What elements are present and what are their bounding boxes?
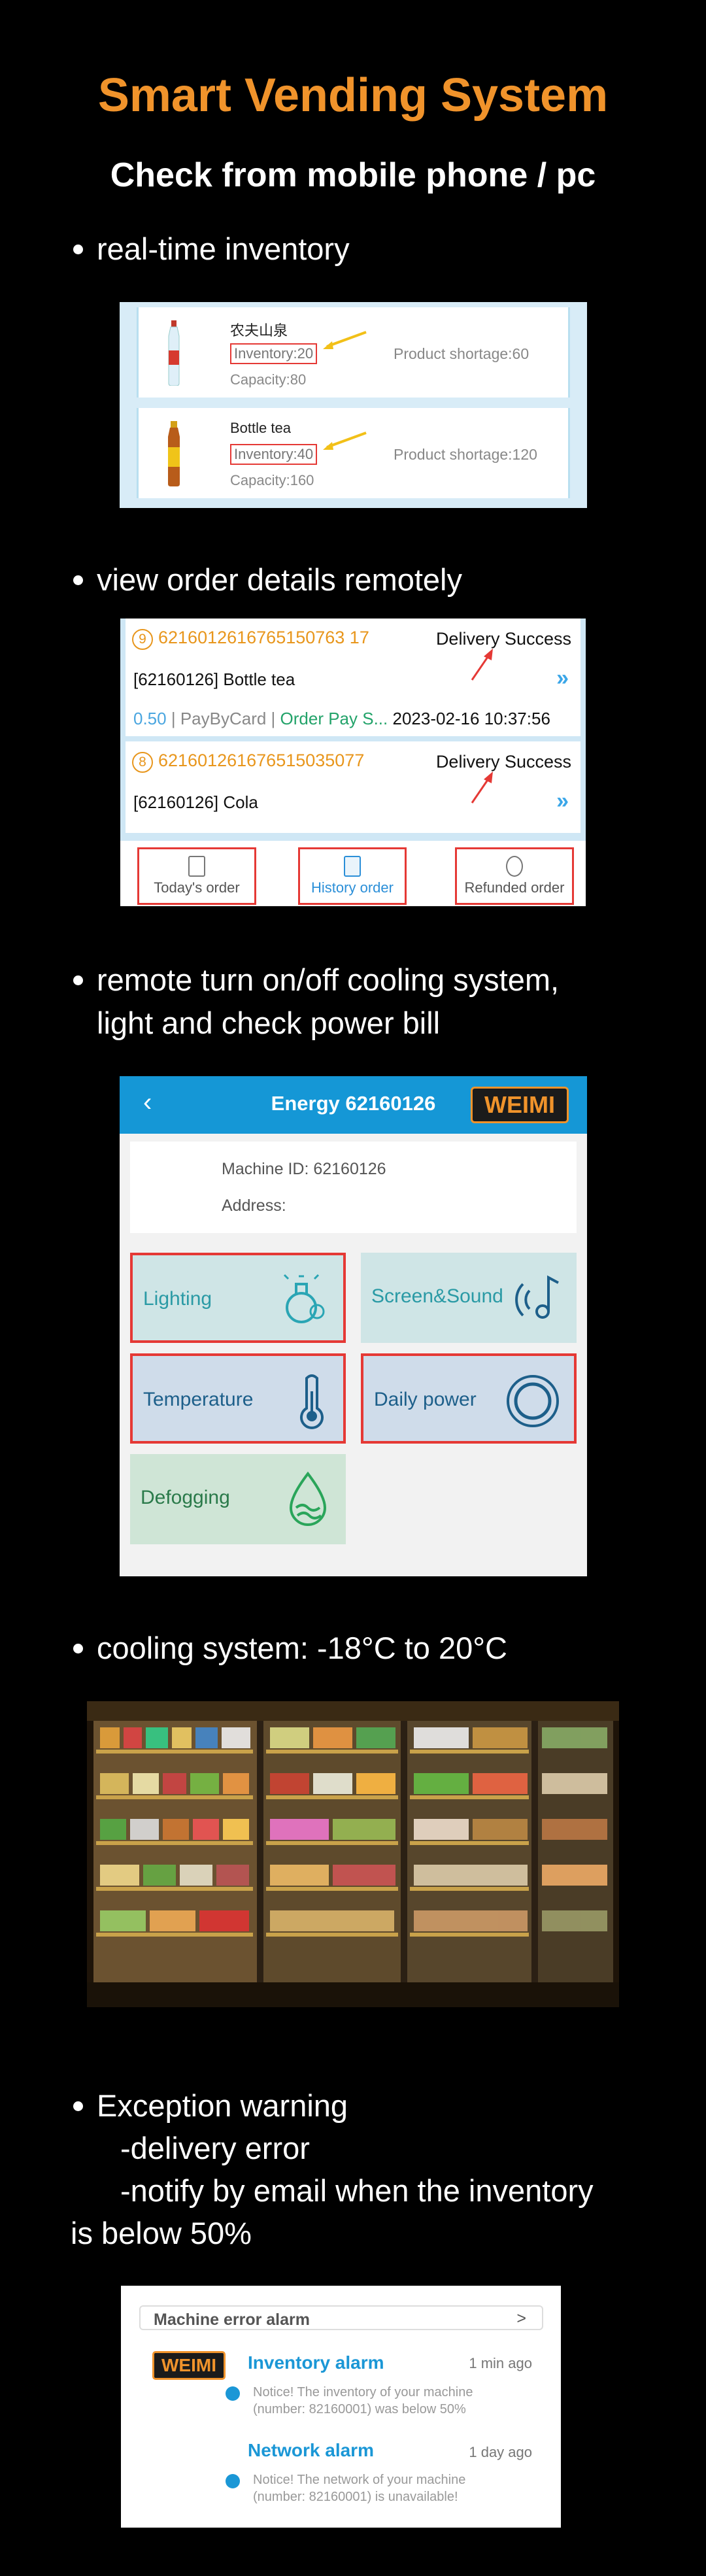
info-dot-icon xyxy=(226,2474,240,2488)
machine-address: Address: xyxy=(222,1196,286,1215)
alarm-time: 1 day ago xyxy=(469,2444,532,2460)
inventory-value: Inventory:20 xyxy=(230,343,318,364)
back-icon[interactable]: ‹ xyxy=(143,1088,152,1117)
tile-defogging[interactable]: Defogging xyxy=(130,1454,346,1544)
lightbulb-icon xyxy=(283,1274,325,1323)
document-icon xyxy=(344,856,361,877)
red-arrow-icon xyxy=(471,771,493,804)
inventory-card[interactable]: Bottle tea Inventory:40 Capacity:160 Pro… xyxy=(137,408,570,498)
shortage-value: Product shortage:60 xyxy=(394,345,530,362)
chevron-right-icon[interactable]: » xyxy=(556,788,569,813)
alarm-panel: Machine error alarm > WEIMI Inventory al… xyxy=(121,2286,561,2528)
alarm-title[interactable]: Network alarm xyxy=(248,2440,374,2460)
bullet-exception-warning: Exception warning xyxy=(73,2084,348,2127)
app-title: Energy 62160126 xyxy=(271,1092,436,1115)
energy-app-screen: ‹ Energy 62160126 WEIMI Machine ID: 6216… xyxy=(120,1076,587,1576)
tab-refunded-order[interactable]: Refunded order xyxy=(455,847,574,905)
water-drop-icon xyxy=(289,1471,327,1526)
order-status: Delivery Success xyxy=(435,752,571,771)
bullet-order-details: view order details remotely xyxy=(73,558,462,602)
machine-error-alarm-bar[interactable]: Machine error alarm > xyxy=(139,2305,543,2330)
order-tab-bar: Today's order History order Refunded ord… xyxy=(120,841,586,906)
order-datetime: 2023-02-16 10:37:56 xyxy=(392,709,550,728)
orders-panel: 9 6216012616765150763 17 Delivery Success… xyxy=(120,619,586,906)
shortage-value: Product shortage:120 xyxy=(394,446,537,463)
tile-daily-power[interactable]: Daily power xyxy=(361,1353,577,1444)
page-title: Smart Vending System xyxy=(97,69,609,122)
order-index: 8 xyxy=(132,752,153,773)
capacity-value: Capacity:160 xyxy=(230,472,314,488)
order-pay-status: Order Pay S... xyxy=(280,709,388,728)
alarm-title[interactable]: Inventory alarm xyxy=(248,2352,384,2373)
water-bottle-icon xyxy=(168,320,180,386)
alarm-message: Notice! The network of your machine (num… xyxy=(253,2473,466,2504)
order-id: 621601261676515035077 xyxy=(158,751,365,770)
power-ring-icon xyxy=(507,1375,559,1427)
app-header: ‹ Energy 62160126 WEIMI xyxy=(120,1076,587,1134)
chevron-right-icon[interactable]: » xyxy=(556,666,569,690)
order-id: 6216012616765150763 17 xyxy=(158,628,369,647)
exception-email-notify: -notify by email when the inventory xyxy=(120,2173,594,2208)
page-subtitle: Check from mobile phone / pc xyxy=(110,156,596,194)
weimi-logo: WEIMI xyxy=(152,2351,226,2380)
music-note-icon xyxy=(515,1275,559,1319)
product-name: 农夫山泉 xyxy=(230,322,288,339)
tab-todays-order[interactable]: Today's order xyxy=(137,847,256,905)
order-product: [62160126] Cola xyxy=(133,792,258,812)
bullet-remote-control-line2: light and check power bill xyxy=(97,1006,441,1040)
bullet-realtime-inventory: real-time inventory xyxy=(73,228,350,271)
bullet-cooling-range: cooling system: -18°C to 20°C xyxy=(73,1627,507,1670)
alarm-message: Notice! The inventory of your machine (n… xyxy=(253,2385,473,2416)
fridge-display-image xyxy=(87,1701,619,2007)
capacity-value: Capacity:80 xyxy=(230,371,307,388)
tile-lighting[interactable]: Lighting xyxy=(130,1253,346,1343)
order-meta: 0.50 | PayByCard | Order Pay S... 2023-0… xyxy=(133,709,550,728)
machine-info: Machine ID: 62160126 Address: xyxy=(130,1142,577,1233)
product-name: Bottle tea xyxy=(230,420,291,436)
chevron-right-icon: > xyxy=(516,2309,526,2328)
yellow-arrow-icon xyxy=(323,432,367,450)
yellow-arrow-icon xyxy=(323,331,367,349)
alarm-time: 1 min ago xyxy=(469,2355,532,2371)
tile-screen-sound[interactable]: Screen&Sound xyxy=(361,1253,577,1343)
machine-id: Machine ID: 62160126 xyxy=(222,1160,386,1178)
inventory-panel: 农夫山泉 Inventory:20 Capacity:80 Product sh… xyxy=(120,302,587,508)
inventory-value: Inventory:40 xyxy=(230,444,318,465)
document-icon xyxy=(188,856,205,877)
order-index: 9 xyxy=(132,629,153,650)
yuan-circle-icon xyxy=(506,856,523,877)
exception-delivery-error: -delivery error xyxy=(120,2131,310,2165)
inventory-card[interactable]: 农夫山泉 Inventory:20 Capacity:80 Product sh… xyxy=(137,307,570,398)
order-product: [62160126] Bottle tea xyxy=(133,669,295,689)
tea-bottle-icon xyxy=(168,421,180,486)
bullet-remote-control: remote turn on/off cooling system, xyxy=(73,958,559,1002)
order-amount: 0.50 xyxy=(133,709,167,728)
order-card[interactable]: 9 6216012616765150763 17 Delivery Success… xyxy=(126,619,580,736)
exception-email-notify-line2: is below 50% xyxy=(71,2216,252,2250)
weimi-logo: WEIMI xyxy=(471,1087,569,1123)
order-pay-method: PayByCard xyxy=(180,709,267,728)
tab-history-order[interactable]: History order xyxy=(298,847,407,905)
tile-temperature[interactable]: Temperature xyxy=(130,1353,346,1444)
refrigerator-photo xyxy=(87,1701,619,2007)
info-dot-icon xyxy=(226,2386,240,2401)
red-arrow-icon xyxy=(471,649,493,681)
order-status: Delivery Success xyxy=(435,629,571,649)
thermometer-icon xyxy=(300,1374,324,1429)
